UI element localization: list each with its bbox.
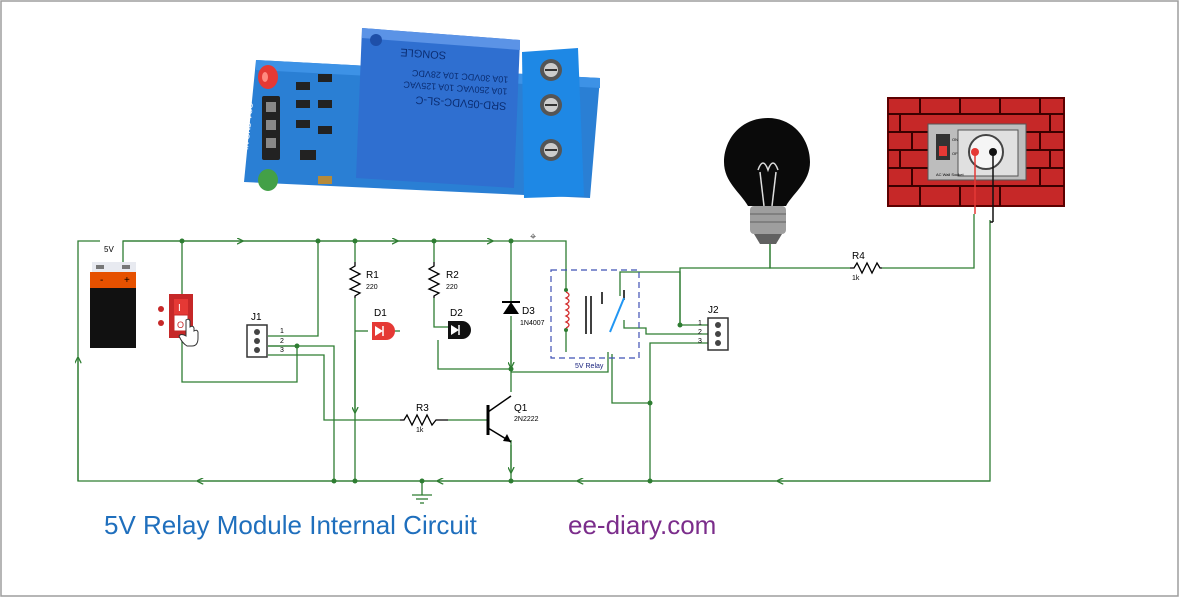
- j1-pin-2: 2: [280, 338, 284, 345]
- socket-on-label: ON: [952, 137, 958, 142]
- resistor-r3: R3 1k: [400, 403, 448, 434]
- resistor-r2: R2 220: [427, 262, 459, 298]
- j1-pin-1: 1: [280, 328, 284, 335]
- r3-value-label: 1k: [416, 427, 424, 434]
- relay-module-photo: IN GND VCC SRD-05VDC-SL-C 10A 250VAC 10A…: [241, 28, 600, 198]
- ground-symbol: [412, 481, 432, 504]
- circuit-wires: [78, 214, 991, 481]
- relay-symbol: 5V Relay: [550, 269, 640, 370]
- screw-terminal-photo: [522, 48, 584, 198]
- battery: 5V - +: [90, 245, 136, 348]
- relay-switch-arm: [609, 297, 625, 333]
- r4-ref-label: R4: [852, 251, 865, 262]
- socket-label: AC Wall Socket: [936, 172, 965, 177]
- light-bulb-icon: [724, 118, 810, 244]
- r3-ref-label: R3: [416, 403, 429, 414]
- led-d1: D1: [372, 308, 395, 340]
- j2-pin-1: 1: [698, 320, 702, 327]
- r2-value-label: 220: [446, 284, 458, 291]
- led-d2: D2: [448, 308, 471, 339]
- connector-j2: J2 1 2 3: [698, 305, 729, 351]
- connector-j1: J1 1 2 3: [246, 312, 284, 358]
- j2-ref-label: J2: [708, 305, 719, 316]
- resistor-r4: R4 1k: [850, 251, 882, 282]
- relay-component-photo: SRD-05VDC-SL-C 10A 250VAC 10A 125VAC 10A…: [356, 28, 520, 188]
- d2-ref-label: D2: [450, 308, 463, 319]
- site-label[interactable]: ee-diary.com: [568, 510, 717, 540]
- relay-coil: [564, 291, 570, 329]
- j1-pin-3: 3: [280, 347, 284, 354]
- j2-pin-2: 2: [698, 329, 702, 336]
- q1-value-label: 2N2222: [514, 416, 539, 423]
- r4-value-label: 1k: [852, 275, 860, 282]
- r2-ref-label: R2: [446, 270, 459, 281]
- switch-off-mark: O: [177, 320, 184, 330]
- d3-value-label: 1N4007: [520, 320, 545, 327]
- j1-ref-label: J1: [251, 312, 262, 323]
- toggle-switch[interactable]: I O: [158, 294, 199, 347]
- junction-dots: [179, 238, 683, 484]
- module-green-led: [258, 169, 278, 191]
- diagram-caption: 5V Relay Module Internal Circuit: [104, 510, 477, 540]
- r1-ref-label: R1: [366, 270, 379, 281]
- q1-ref-label: Q1: [514, 403, 528, 414]
- socket-off-label: OFF: [952, 151, 961, 156]
- ac-wall-socket: ON OFF AC Wall Socket: [887, 97, 1065, 223]
- switch-on-mark: I: [178, 303, 181, 314]
- relay-box: [550, 269, 640, 359]
- r1-value-label: 220: [366, 284, 378, 291]
- diode-d3: D3 1N4007: [502, 301, 545, 327]
- j2-pin-3: 3: [698, 338, 702, 345]
- battery-plus-label: +: [124, 275, 130, 286]
- d3-ref-label: D3: [522, 306, 535, 317]
- relay-brand-text: SONGLE: [400, 46, 447, 61]
- resistor-r1: R1 220: [348, 262, 379, 298]
- probe-marker: ⌖: [530, 231, 536, 243]
- battery-voltage-label: 5V: [104, 245, 114, 254]
- hand-cursor-icon: [178, 318, 199, 347]
- d1-ref-label: D1: [374, 308, 387, 319]
- transistor-q1: Q1 2N2222: [486, 395, 539, 443]
- relay-label: 5V Relay: [575, 363, 604, 370]
- battery-minus-label: -: [100, 275, 103, 286]
